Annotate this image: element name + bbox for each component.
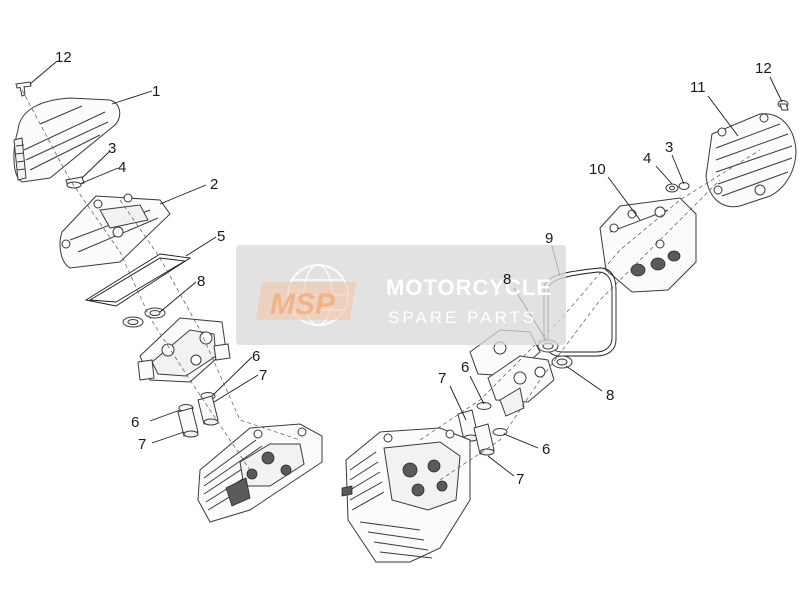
callout-9: 9 xyxy=(545,230,553,247)
callout-labels: 12 1 3 4 2 5 8 6 7 6 7 12 11 4 3 10 9 8 … xyxy=(55,49,772,488)
callout-6-left-top: 6 xyxy=(252,348,260,365)
callout-10: 10 xyxy=(589,161,606,178)
callout-2: 2 xyxy=(210,176,218,193)
callout-11: 11 xyxy=(690,79,706,96)
watermark-subtitle: SPARE PARTS xyxy=(388,308,537,327)
callout-3-left: 3 xyxy=(108,140,116,157)
callout-8-right-bottom: 8 xyxy=(606,387,614,404)
callout-1: 1 xyxy=(152,83,160,100)
callout-6-right-bottom: 6 xyxy=(542,441,550,458)
cover-screw-left xyxy=(15,81,32,97)
callout-12-left: 12 xyxy=(55,49,72,66)
callout-8-left: 8 xyxy=(197,273,205,290)
leader-lines-left xyxy=(29,61,259,444)
assembly-axis-left-1 xyxy=(21,89,251,471)
assembly-axis-right-2 xyxy=(439,179,721,481)
watermark-title: MOTORCYCLE xyxy=(386,275,552,300)
seal-rings-tubes-left xyxy=(177,392,219,438)
breather-cover-left xyxy=(59,193,171,269)
callout-7-right-top: 7 xyxy=(438,370,446,387)
callout-12-right: 12 xyxy=(755,60,772,77)
callout-6-left-bottom: 6 xyxy=(131,414,139,431)
rocker-assembly-left xyxy=(137,317,231,383)
cylinder-head-right xyxy=(341,427,471,563)
o-rings-left xyxy=(122,307,166,328)
watermark: MSP MOTORCYCLE SPARE PARTS xyxy=(236,245,566,345)
washer-left xyxy=(65,176,85,189)
watermark-logo: MSP xyxy=(270,288,336,321)
callout-7-right-bottom: 7 xyxy=(516,471,524,488)
callout-3-right: 3 xyxy=(665,139,673,156)
cover-gasket-left xyxy=(84,253,192,307)
callout-7-left-bottom: 7 xyxy=(138,436,146,453)
cover-screw-right xyxy=(777,100,789,111)
valve-cover-left xyxy=(13,97,121,183)
callout-5: 5 xyxy=(217,228,225,245)
callout-7-left-top: 7 xyxy=(259,367,267,384)
breather-cover-right xyxy=(599,197,697,293)
callout-8-right-top: 8 xyxy=(503,271,511,288)
callout-4-left: 4 xyxy=(118,159,126,176)
callout-4-right: 4 xyxy=(643,150,651,167)
callout-6-right-top: 6 xyxy=(461,359,469,376)
right-assembly xyxy=(341,76,797,563)
seal-rings-tubes-right xyxy=(457,402,508,456)
washers-right xyxy=(665,182,690,193)
valve-cover-right xyxy=(705,113,797,208)
left-assembly xyxy=(13,61,323,523)
cylinder-head-left xyxy=(197,423,323,523)
